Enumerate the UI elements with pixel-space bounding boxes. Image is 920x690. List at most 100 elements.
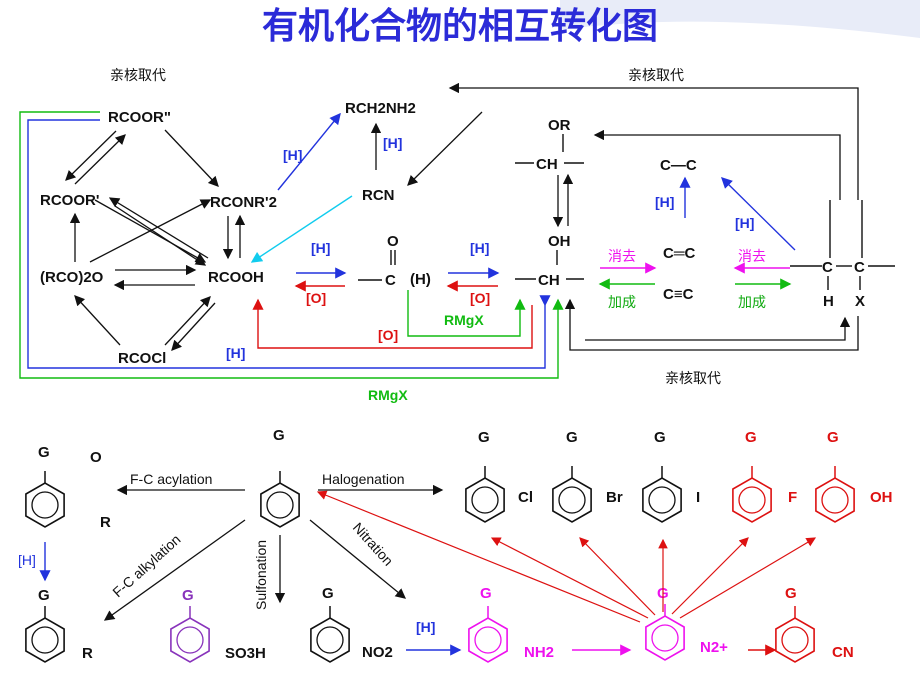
carbonyl-c: C bbox=[385, 272, 396, 289]
aromatic-rings bbox=[25, 466, 855, 663]
arrow-1 bbox=[65, 130, 117, 181]
hx-c1: C bbox=[822, 259, 833, 276]
arrow-red-3 bbox=[252, 298, 533, 349]
h-label-5: [H] bbox=[655, 194, 674, 210]
alkene-top: C—C bbox=[660, 157, 697, 174]
ring-i bbox=[642, 477, 682, 523]
rcooh: RCOOH bbox=[208, 269, 264, 286]
ring-acyl-circle bbox=[31, 491, 59, 519]
cn-sub: CN bbox=[832, 644, 854, 661]
header-swoosh bbox=[560, 0, 920, 38]
h-label-7: [H] bbox=[226, 345, 245, 361]
g-center: G bbox=[273, 427, 285, 444]
rconr2: RCONR'2 bbox=[210, 194, 277, 211]
arrow-red-br bbox=[579, 537, 656, 616]
ring-oh bbox=[815, 477, 855, 523]
ring-nh2 bbox=[468, 617, 508, 663]
add-label-2: 加成 bbox=[738, 295, 766, 311]
ring-so3h bbox=[170, 617, 210, 663]
ring-br-circle bbox=[558, 486, 586, 514]
g-cl: G bbox=[478, 429, 490, 446]
arrow-blue-1 bbox=[277, 112, 341, 191]
arrow-blue-6 bbox=[27, 119, 551, 369]
label-nuc1: 亲核取代 bbox=[110, 68, 166, 84]
ring-cl bbox=[465, 477, 505, 523]
halogenation-label: Halogenation bbox=[322, 471, 405, 487]
o-label-2: [O] bbox=[470, 290, 490, 306]
g-f: G bbox=[745, 429, 757, 446]
rmgx-label-2: RMgX bbox=[368, 387, 408, 403]
label-nuc2: 亲核取代 bbox=[628, 68, 684, 84]
ring-n2 bbox=[645, 615, 685, 661]
g-nh2: G bbox=[480, 585, 492, 602]
arrow-2 bbox=[74, 134, 126, 185]
h-paren: (H) bbox=[410, 271, 431, 288]
keto-r: R bbox=[100, 514, 111, 531]
br-sub: Br bbox=[606, 489, 623, 506]
arrow-21 bbox=[407, 111, 483, 186]
ring-acyl bbox=[25, 482, 65, 528]
ch-alcohol: CH bbox=[538, 272, 560, 289]
g-oh: G bbox=[827, 429, 839, 446]
g-so3h: G bbox=[182, 587, 194, 604]
or-label: OR bbox=[548, 117, 571, 134]
arrow-22 bbox=[564, 298, 859, 351]
nh2-sub: NH2 bbox=[524, 644, 554, 661]
arrow-red-cl bbox=[490, 537, 649, 619]
h-label-3: [H] bbox=[311, 240, 330, 256]
carbonyl-o: O bbox=[387, 233, 399, 250]
ch-ether: CH bbox=[536, 156, 558, 173]
g-i: G bbox=[654, 429, 666, 446]
arrow-20 bbox=[448, 82, 859, 200]
h-atom: H bbox=[823, 293, 834, 310]
h-arom-label-1: [H] bbox=[18, 552, 36, 568]
o-label-3: [O] bbox=[378, 327, 398, 343]
ring-center bbox=[260, 482, 300, 528]
ring-nh2-circle bbox=[474, 626, 502, 654]
oh-sub: OH bbox=[870, 489, 893, 506]
fc-acylation-label: F-C acylation bbox=[130, 471, 212, 487]
elim-label-1: 消去 bbox=[608, 249, 636, 265]
arrow-6 bbox=[108, 197, 209, 259]
arrow-red-f bbox=[671, 537, 749, 615]
o-label-1: [O] bbox=[306, 290, 326, 306]
ring-f-circle bbox=[738, 486, 766, 514]
rcoorp: RCOOR' bbox=[40, 192, 99, 209]
arrow-fc-alkyl bbox=[103, 519, 246, 621]
alkene: C═C bbox=[663, 245, 695, 262]
ring-br bbox=[552, 477, 592, 523]
anhydride: (RCO)2O bbox=[40, 269, 104, 286]
g-no2: G bbox=[322, 585, 334, 602]
arrow-3 bbox=[164, 129, 219, 187]
rch2nh2: RCH2NH2 bbox=[345, 100, 416, 117]
ring-f bbox=[732, 477, 772, 523]
ring-alkyl bbox=[25, 617, 65, 663]
g-acyl: G bbox=[38, 444, 50, 461]
h-label-4: [H] bbox=[470, 240, 489, 256]
label-nuc3: 亲核取代 bbox=[665, 371, 721, 387]
arrow-23 bbox=[585, 316, 851, 341]
h-label-1: [H] bbox=[283, 147, 302, 163]
elim-label-2: 消去 bbox=[738, 249, 766, 265]
ring-no2-circle bbox=[316, 626, 344, 654]
ring-cl-circle bbox=[471, 486, 499, 514]
arrow-5 bbox=[114, 205, 207, 266]
sulfonation-label: Sulfonation bbox=[253, 540, 269, 610]
h-label-6: [H] bbox=[735, 215, 754, 231]
ring-cn-circle bbox=[781, 626, 809, 654]
page-title: 有机化合物的相互转化图 bbox=[262, 6, 658, 47]
keto-o: O bbox=[90, 449, 102, 466]
rcn: RCN bbox=[362, 187, 395, 204]
arrow-red-h bbox=[316, 490, 641, 623]
ring-so3h-circle bbox=[176, 626, 204, 654]
arrow-14 bbox=[164, 296, 211, 346]
x-atom: X bbox=[855, 293, 865, 310]
ring-n2-circle bbox=[651, 624, 679, 652]
arrow-nitration bbox=[309, 519, 407, 599]
alkyne: C≡C bbox=[663, 286, 694, 303]
ring-no2 bbox=[310, 617, 350, 663]
f-sub: F bbox=[788, 489, 797, 506]
ring-alkyl-circle bbox=[31, 626, 59, 654]
